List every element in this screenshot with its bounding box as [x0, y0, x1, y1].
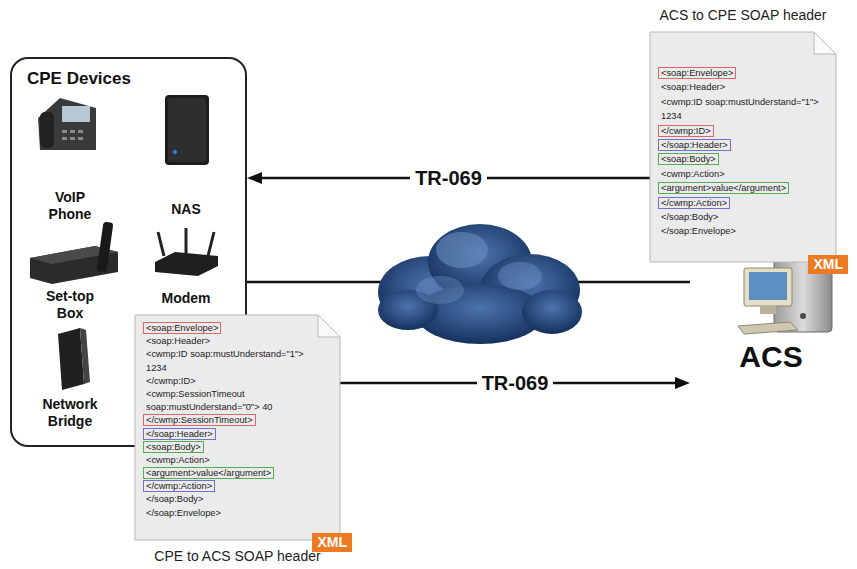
device-label: NAS	[156, 201, 216, 218]
xml-lines: <soap:Envelope> <soap:Header> <cwmp:ID soa…	[650, 32, 829, 245]
arrow-head	[675, 377, 690, 389]
xml-line-row: <argument>value</argument>	[144, 467, 306, 480]
xml-line-row: </soap:Envelope>	[144, 507, 306, 520]
xml-line: </cwmp:Action>	[659, 198, 729, 208]
xml-line-row: <cwmp:ID soap:mustUnderstand="1">	[144, 348, 306, 361]
document-caption: ACS to CPE SOAP header	[610, 7, 857, 23]
paper-sheet	[135, 315, 340, 540]
edge-label: TR-069	[477, 372, 554, 394]
xml-line: <soap:Body>	[659, 154, 718, 164]
xml-document: <soap:Envelope> <soap:Header> <cwmp:ID soa…	[135, 315, 340, 540]
xml-line-row: </cwmp:ID>	[659, 124, 821, 138]
network-bridge-icon	[58, 328, 90, 390]
xml-line: <argument>value</argument>	[659, 183, 788, 193]
device-label: Network Bridge	[31, 396, 109, 430]
paper-sheet	[650, 32, 836, 262]
device-label: Modem	[151, 290, 221, 307]
xml-line: <cwmp:Action>	[659, 169, 727, 179]
xml-line: </cwmp:SessionTimeout>	[144, 415, 255, 425]
xml-document: <soap:Envelope> <soap:Header> <cwmp:ID soa…	[650, 32, 836, 262]
xml-line-row: </soap:Envelope>	[659, 224, 821, 238]
xml-line-row: <cwmp:Action>	[144, 454, 306, 467]
xml-tag: XML	[808, 255, 848, 274]
xml-line-row: <soap:Body>	[659, 152, 821, 166]
nas-icon	[165, 95, 209, 165]
voip-phone-icon	[38, 98, 96, 150]
xml-line: </soap:Envelope>	[659, 226, 738, 236]
xml-line: <cwmp:Action>	[144, 455, 212, 465]
xml-line: <soap:Header>	[144, 336, 212, 346]
device-label: VoIP Phone	[38, 189, 102, 223]
xml-line: <soap:Envelope>	[659, 68, 735, 78]
set-top-box-icon	[30, 222, 118, 284]
xml-line-row: <soap:Header>	[659, 80, 821, 94]
xml-line-row: </soap:Body>	[659, 210, 821, 224]
xml-line: <soap:Envelope>	[144, 323, 220, 333]
xml-lines: <soap:Envelope> <soap:Header> <cwmp:ID soa…	[135, 315, 314, 526]
xml-line-row: soap:mustUnderstand="0"> 40	[144, 401, 306, 414]
xml-line-row: </cwmp:Action>	[659, 196, 821, 210]
xml-line-row: 1234	[659, 109, 821, 123]
arrow-head	[247, 172, 262, 184]
xml-line: </cwmp:ID>	[144, 376, 198, 386]
xml-line: 1234	[659, 111, 684, 121]
network-cloud	[378, 224, 582, 344]
xml-line-row: </soap:Body>	[144, 493, 306, 506]
xml-line: <cwmp:ID soap:mustUnderstand="1">	[659, 97, 821, 107]
xml-line: <cwmp:ID soap:mustUnderstand="1">	[144, 349, 306, 359]
xml-line-row: </cwmp:ID>	[144, 375, 306, 388]
xml-line: </cwmp:ID>	[659, 126, 713, 136]
modem-icon	[155, 228, 218, 276]
xml-line: <soap:Header>	[659, 82, 727, 92]
xml-line-row: <argument>value</argument>	[659, 181, 821, 195]
xml-line-row: </soap:Header>	[659, 138, 821, 152]
xml-line-row: <soap:Body>	[144, 441, 306, 454]
group-heading: CPE Devices	[12, 59, 245, 89]
xml-line-row: <cwmp:SessionTimeout	[144, 388, 306, 401]
xml-line-row: <soap:Envelope>	[144, 322, 306, 335]
xml-line: <soap:Body>	[144, 442, 203, 452]
edge-label: TR-069	[410, 167, 487, 189]
xml-line-row: </soap:Header>	[144, 428, 306, 441]
device-label: Set-top Box	[38, 288, 102, 322]
xml-line: </soap:Header>	[659, 140, 730, 150]
xml-line-row: <cwmp:ID soap:mustUnderstand="1">	[659, 95, 821, 109]
xml-line-row: 1234	[144, 362, 306, 375]
xml-tag: XML	[312, 533, 352, 552]
server-label: ACS	[690, 340, 852, 374]
xml-line: </soap:Body>	[659, 212, 720, 222]
xml-line: soap:mustUnderstand="0"> 40	[144, 402, 275, 412]
xml-line-row: <cwmp:Action>	[659, 167, 821, 181]
xml-line-row: </cwmp:SessionTimeout>	[144, 414, 306, 427]
xml-line: 1234	[144, 363, 169, 373]
xml-line: </soap:Envelope>	[144, 508, 223, 518]
acs-server: ACS	[690, 222, 852, 388]
xml-line-row: <soap:Envelope>	[659, 66, 821, 80]
paper-fold	[318, 315, 340, 337]
xml-line-row: <soap:Header>	[144, 335, 306, 348]
xml-line: <cwmp:SessionTimeout	[144, 389, 247, 399]
xml-line: </soap:Header>	[144, 429, 215, 439]
xml-line: <argument>value</argument>	[144, 468, 273, 478]
paper-fold	[814, 32, 836, 54]
xml-line: </cwmp:Action>	[144, 481, 214, 491]
xml-line: </soap:Body>	[144, 494, 205, 504]
document-paper	[135, 315, 340, 540]
xml-line-row: </cwmp:Action>	[144, 480, 306, 493]
